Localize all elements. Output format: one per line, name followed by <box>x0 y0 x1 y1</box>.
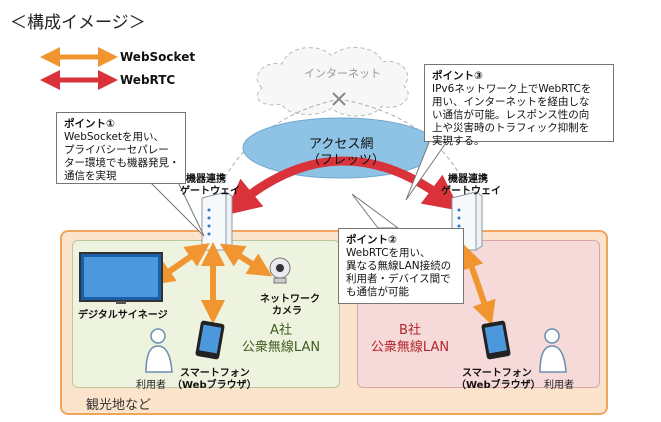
camera-label-2: カメラ <box>272 306 302 317</box>
company-a-label: A社 公衆無線LAN <box>236 322 326 356</box>
callout-3-line: 実現する。 <box>432 135 485 147</box>
callout-1-line: ター環境でも機器発見・ <box>64 157 180 169</box>
webrtc-arc-arrow <box>224 156 461 216</box>
page-title: ＜構成イメージ＞ <box>10 13 146 33</box>
callout-3-line: 上や災害時のトラフィック抑制を <box>432 122 590 134</box>
access-network-label: アクセス網 <box>309 137 374 152</box>
callout-3-line: 用い、インターネットを経由しな <box>432 96 590 108</box>
gateway-left-icon <box>201 191 233 251</box>
callout-point-3: ポイント③ IPv6ネットワーク上でWebRTCを 用い、インターネットを経由し… <box>424 64 614 147</box>
access-network-sub: （フレッツ） <box>307 153 386 168</box>
internet-label: インターネット <box>304 67 381 80</box>
callout-1-head: ポイント① <box>64 118 115 130</box>
internet-cloud <box>256 46 409 117</box>
callout-2-line: も通信が可能 <box>346 286 409 298</box>
signage-label: デジタルサイネージ <box>78 310 168 321</box>
blocked-x-icon <box>332 92 346 106</box>
callout-3-head: ポイント③ <box>432 70 483 82</box>
callout-3-line: い通信が可能。レスポンス性の向 <box>432 109 590 121</box>
gateway-right-label-2: ゲートウェイ <box>441 186 501 197</box>
digital-signage-icon <box>79 252 163 304</box>
legend-webrtc-label: WebRTC <box>120 73 176 87</box>
gateway-right-label-1: 機器連携 <box>448 174 488 185</box>
phone-b-label-1: スマートフォン <box>462 368 532 379</box>
user-b-label: 利用者 <box>544 380 574 391</box>
user-b-icon <box>539 328 567 373</box>
smartphone-b-icon <box>481 320 511 360</box>
callout-point-2: ポイント② WebRTCを用い、 異なる無線LAN接続の 利用者・デバイス間で … <box>338 228 464 304</box>
callout-2-line: 利用者・デバイス間で <box>346 273 451 285</box>
websocket-arrow-signage <box>150 243 210 285</box>
callout-2-tail <box>351 193 400 229</box>
company-b-label: B社 公衆無線LAN <box>364 322 456 356</box>
network-camera-icon <box>269 257 291 284</box>
legend-websocket-label: WebSocket <box>120 50 196 64</box>
callout-2-line: WebRTCを用い、 <box>346 247 431 259</box>
websocket-arrow-camera <box>219 243 273 277</box>
gateway-left-label-2: ゲートウェイ <box>180 186 240 197</box>
callout-1-line: WebSocketを用い、 <box>64 131 165 143</box>
callout-1-line: プライバシーセパレー <box>64 144 169 156</box>
camera-label-1: ネットワーク <box>260 294 320 305</box>
callout-3-line: IPv6ネットワーク上でWebRTCを <box>432 83 592 95</box>
company-a-network: 公衆無線LAN <box>241 340 321 355</box>
websocket-arrow-phone-b <box>460 244 496 326</box>
callout-2-head: ポイント② <box>346 234 397 246</box>
user-a-icon <box>145 328 173 373</box>
gateway-left-label-1: 機器連携 <box>186 174 226 185</box>
company-b-name: B社 <box>399 323 421 338</box>
phone-a-label-1: スマートフォン <box>180 368 250 379</box>
smartphone-a-icon <box>195 320 225 360</box>
callout-2-line: 異なる無線LAN接続の <box>346 260 452 272</box>
callout-point-1: ポイント① WebSocketを用い、 プライバシーセパレー ター環境でも機器発… <box>56 112 186 184</box>
callout-1-line: 通信を実現 <box>64 170 117 182</box>
company-a-name: A社 <box>270 323 292 338</box>
company-b-network: 公衆無線LAN <box>370 340 450 355</box>
area-label: 観光地など <box>86 398 152 413</box>
phone-b-label-2: （Webブラウザ） <box>456 380 541 391</box>
user-a-label: 利用者 <box>136 380 166 391</box>
phone-a-label-2: （Webブラウザ） <box>172 380 257 391</box>
